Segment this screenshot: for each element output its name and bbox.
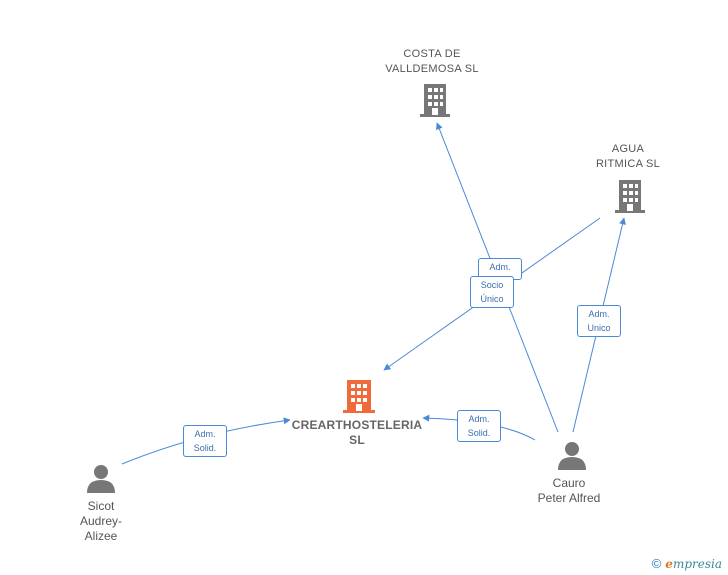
company-label-costa[interactable]: COSTA DE VALLDEMOSA SL	[385, 48, 479, 75]
building-icon[interactable]	[420, 84, 450, 117]
edge-label-adm-solid-cauro[interactable]: Adm. Solid.	[457, 410, 501, 442]
person-icon[interactable]	[87, 465, 115, 493]
person-label-sicot[interactable]: Sicot Audrey- Alizee	[79, 499, 123, 543]
building-icon[interactable]	[343, 380, 375, 413]
edge-label-adm-solid-sicot[interactable]: Adm. Solid.	[183, 425, 227, 457]
edge-label-socio-unico[interactable]: Socio Único	[470, 276, 514, 308]
person-icon[interactable]	[558, 442, 586, 470]
brand-logo: empresia	[665, 556, 722, 571]
company-label-main[interactable]: CREARTHOSTELERIA SL	[291, 418, 423, 447]
edge-label-adm-unico[interactable]: Adm. Unico	[577, 305, 621, 337]
person-label-cauro[interactable]: Cauro Peter Alfred	[537, 476, 601, 505]
copyright-symbol: ©	[651, 556, 662, 571]
company-label-agua[interactable]: AGUA RITMICA SL	[595, 143, 661, 170]
building-icon[interactable]	[615, 180, 645, 213]
footer-brand[interactable]: © empresia	[652, 556, 722, 571]
